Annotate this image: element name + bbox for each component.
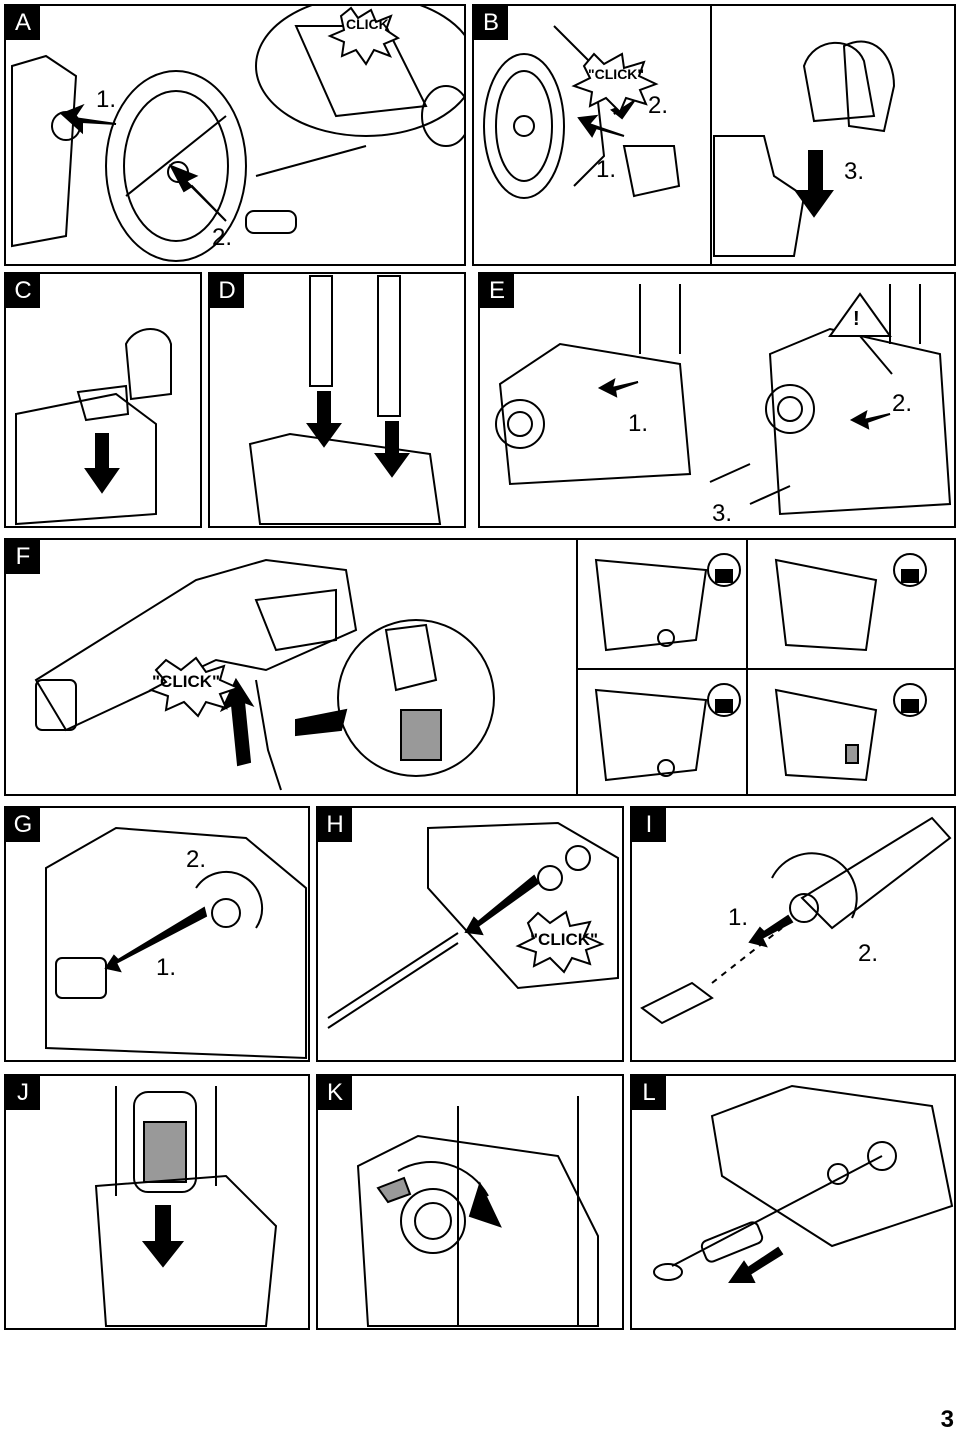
step-number: 2. [858, 940, 879, 967]
panel-letter: K [318, 1076, 352, 1110]
click-label: "CLICK" [152, 672, 221, 691]
arrow-icon [374, 421, 410, 478]
step-number: 1. [628, 410, 649, 437]
panel-letter: E [480, 274, 514, 308]
detergent-bottle-illustration [94, 1086, 278, 1327]
panel-e: E ! 1. 2. 3. [478, 272, 956, 528]
panel-letter: J [6, 1076, 40, 1110]
step-number: 1. [96, 86, 117, 113]
arrow-icon [141, 1205, 185, 1268]
click-label: CLICK [346, 16, 389, 32]
arrow-icon [597, 377, 639, 398]
panel-j: J [4, 1074, 310, 1330]
arrow-icon [794, 150, 834, 218]
panel-d: D [208, 272, 466, 528]
filter-removal-illustration [653, 1084, 954, 1283]
arrow-icon [60, 103, 117, 135]
arrow-icon [468, 1181, 502, 1228]
panel-letter: A [6, 6, 40, 40]
panel-b: B "CLICK" 2. 1. 3. [472, 4, 956, 266]
click-label: "CLICK" [588, 66, 645, 82]
panel-letter: D [210, 274, 244, 308]
divider [576, 540, 578, 794]
click-label: "CLICK" [530, 930, 599, 949]
nozzle-attach-illustration [640, 816, 952, 1025]
arrow-icon [84, 433, 120, 494]
page-number: 3 [940, 1406, 954, 1433]
arrow-icon [306, 391, 342, 448]
step-number: 2. [186, 846, 207, 873]
spray-gun-illustration [34, 558, 495, 791]
clip-and-bracket-illustration [483, 25, 896, 257]
panel-c: C [4, 272, 202, 528]
step-number: 3. [712, 500, 733, 527]
panel-letter: L [632, 1076, 666, 1110]
panel-letter: C [6, 274, 40, 308]
safety-lock-illustrations [594, 553, 927, 782]
step-number: 2. [648, 92, 669, 119]
pressure-dial-illustration [356, 1096, 599, 1327]
panel-k: K [316, 1074, 624, 1330]
water-inlet-illustration [45, 826, 307, 1060]
panel-i: I 1. 2. [630, 806, 956, 1062]
divider [710, 6, 712, 264]
arrow-icon [748, 914, 794, 948]
arrow-icon [168, 164, 227, 222]
bracket-insertion-illustration [15, 328, 172, 526]
wheel-assembly-illustration [11, 6, 464, 262]
step-number: 1. [728, 904, 749, 931]
divider [576, 668, 954, 670]
arrow-icon [728, 1246, 784, 1283]
panel-h: H "CLICK" [316, 806, 624, 1062]
divider [746, 540, 748, 794]
panel-letter: G [6, 808, 40, 842]
step-number: 1. [596, 156, 617, 183]
panel-letter: F [6, 540, 40, 574]
warning-mark: ! [853, 308, 860, 330]
panel-a: A 1. 2. CLICK [4, 4, 466, 266]
panel-f: F "CLICK" [4, 538, 956, 796]
step-number: 1. [156, 954, 177, 981]
handle-screw-illustration [495, 284, 952, 516]
panel-g: G 2. 1. [4, 806, 310, 1062]
panel-l: L [630, 1074, 956, 1330]
panel-letter: B [474, 6, 508, 40]
arrow-icon [104, 906, 208, 973]
hose-connection-illustration [327, 821, 619, 1029]
panel-letter: H [318, 808, 352, 842]
arrow-icon [849, 409, 891, 430]
handle-tubes-illustration [248, 275, 442, 525]
arrow-icon [219, 677, 255, 767]
warning-triangle-icon [828, 292, 892, 337]
step-number: 2. [212, 224, 233, 251]
step-number: 3. [844, 158, 865, 185]
panel-letter: I [632, 808, 666, 842]
arrow-icon [464, 874, 540, 936]
step-number: 2. [892, 390, 913, 417]
arrow-icon [577, 114, 625, 138]
